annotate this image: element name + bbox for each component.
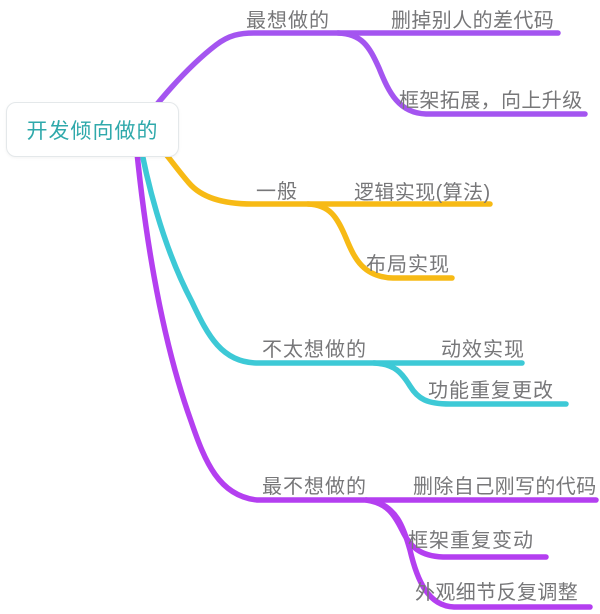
branch4-main-connector: [132, 129, 599, 503]
branch3-main-connector: [135, 129, 525, 366]
node-label-repeated-framework-changes[interactable]: 框架重复变动: [408, 530, 534, 552]
branch1-child2-connector: [335, 30, 588, 117]
node-label-average[interactable]: 一般: [256, 181, 298, 203]
node-label-least-wanted[interactable]: 最不想做的: [262, 476, 367, 498]
root-node-label: 开发倾向做的: [26, 119, 159, 143]
node-label-repeated-appearance-tweaks[interactable]: 外观细节反复调整: [415, 582, 579, 604]
node-label-layout-implementation[interactable]: 布局实现: [366, 254, 450, 276]
node-label-delete-own-fresh-code[interactable]: 删除自己刚写的代码: [413, 476, 597, 498]
node-label-delete-others-bad-code[interactable]: 删掉别人的差代码: [391, 10, 555, 32]
node-label-most-wanted[interactable]: 最想做的: [246, 10, 330, 32]
branch3-child2-connector: [371, 360, 569, 407]
node-label-repeated-feature-changes[interactable]: 功能重复更改: [428, 380, 554, 402]
node-label-logic-implementation[interactable]: 逻辑实现(算法): [354, 182, 491, 204]
branch4-child3-connector: [371, 498, 593, 610]
root-node[interactable]: 开发倾向做的: [6, 102, 179, 157]
node-label-not-really-wanted[interactable]: 不太想做的: [262, 339, 367, 361]
node-label-animation-implementation[interactable]: 动效实现: [441, 339, 525, 361]
node-label-framework-expand-upgrade[interactable]: 框架拓展，向上升级: [399, 90, 583, 112]
branch2-child2-connector: [305, 201, 455, 281]
